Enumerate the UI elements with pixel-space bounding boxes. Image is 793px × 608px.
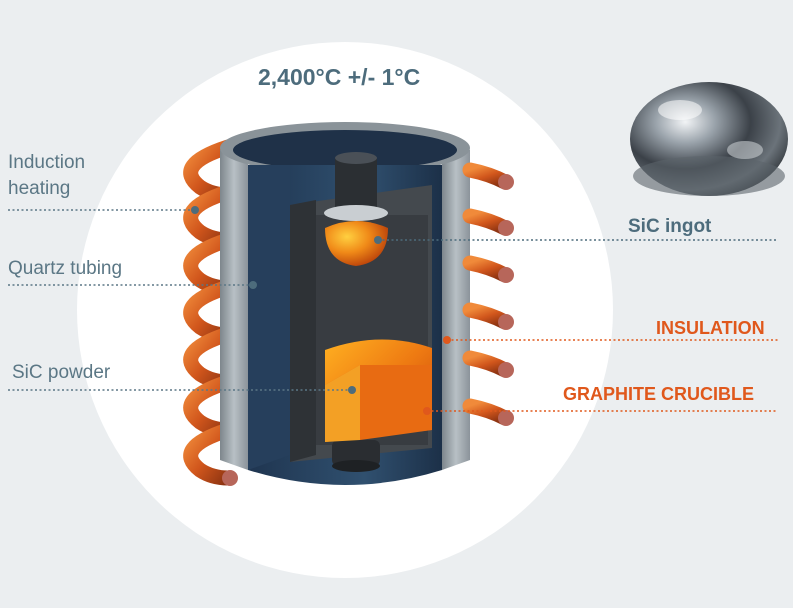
coil-end-right	[498, 267, 514, 283]
label-sic-ingot: SiC ingot	[628, 216, 712, 237]
quartz-tubing-shape	[220, 122, 470, 470]
label-graphite-crucible: GRAPHITE CRUCIBLE	[563, 384, 755, 404]
label-insulation: INSULATION	[656, 318, 765, 338]
sic-powder-shape	[325, 339, 432, 442]
coil-end-right	[498, 174, 514, 190]
leader-lines	[8, 206, 778, 415]
label-quartz-tubing: Quartz tubing	[8, 258, 123, 279]
coil-end-left	[222, 470, 238, 486]
label-induction-heating: Induction heating	[8, 150, 85, 202]
sic-ingot-shape	[324, 152, 388, 266]
coil-end-right	[498, 314, 514, 330]
coil-end-right	[498, 362, 514, 378]
coil-turn-left	[183, 422, 236, 486]
label-induction-heating-line2: heating	[8, 178, 71, 199]
coil-end-right	[498, 220, 514, 236]
label-induction-heating-line1: Induction	[8, 152, 86, 173]
induction-coil-front	[462, 162, 514, 426]
label-sic-powder: SiC powder	[12, 362, 111, 383]
sic-ingot-photo	[630, 82, 788, 196]
furnace-temperature-title: 2,400°C +/- 1°C	[258, 64, 421, 90]
coil-end-right	[498, 410, 514, 426]
